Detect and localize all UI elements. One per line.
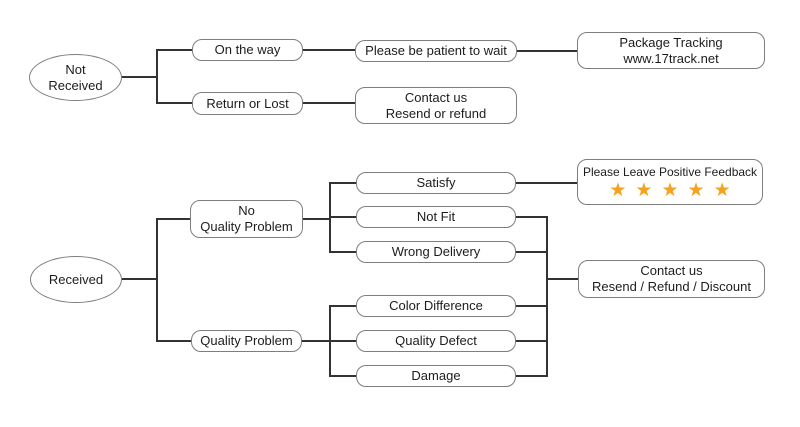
node-label: Package Tracking <box>619 34 723 50</box>
connector-top-branch-vertical <box>156 49 158 104</box>
node-no-quality-problem: No Quality Problem <box>190 200 303 238</box>
node-satisfy: Satisfy <box>356 172 516 194</box>
node-label: Return or Lost <box>206 95 289 111</box>
node-not-received: Not Received <box>29 54 122 101</box>
node-label: No <box>238 203 255 218</box>
node-label: Damage <box>411 368 461 383</box>
connector-quality-defect-merge <box>516 340 548 342</box>
node-label: Quality Problem <box>200 333 293 348</box>
connector-to-color-difference <box>329 305 356 307</box>
node-label: Satisfy <box>416 175 456 190</box>
node-not-fit: Not Fit <box>356 206 516 228</box>
connector-to-quality-problem <box>156 340 192 342</box>
star-icon: ★ <box>713 179 731 201</box>
node-label: Resend / Refund / Discount <box>592 279 751 294</box>
node-package-tracking: Package Tracking www.17track.net <box>577 32 765 69</box>
five-star-rating: ★ ★ ★ ★ ★ <box>609 181 730 200</box>
connector-damage-merge <box>516 375 548 377</box>
node-received: Received <box>30 256 122 303</box>
connector-not-fit-merge <box>516 216 548 218</box>
connector-to-satisfy <box>329 182 356 184</box>
connector-merge-contact <box>546 278 578 280</box>
tracking-url: www.17track.net <box>623 50 719 66</box>
node-wrong-delivery: Wrong Delivery <box>356 241 516 263</box>
connector-quality-problem-junction <box>302 340 330 342</box>
node-quality-problem: Quality Problem <box>191 330 302 352</box>
node-label: Wrong Delivery <box>391 244 481 259</box>
node-contact-us-resend-refund: Contact us Resend or refund <box>355 87 517 124</box>
node-color-difference: Color Difference <box>356 295 516 317</box>
connector-to-no-quality-problem <box>156 218 191 220</box>
node-label: Contact us <box>404 89 468 105</box>
connector-to-on-the-way <box>156 49 192 51</box>
node-return-or-lost: Return or Lost <box>192 92 303 115</box>
node-positive-feedback: Please Leave Positive Feedback ★ ★ ★ ★ ★ <box>577 159 763 205</box>
connector-to-return-or-lost <box>156 102 192 104</box>
connector-on-the-way-please-wait <box>303 49 355 51</box>
node-label: Please Leave Positive Feedback <box>582 164 758 179</box>
connector-satisfy-feedback <box>516 182 577 184</box>
node-damage: Damage <box>356 365 516 387</box>
star-icon: ★ <box>687 179 705 201</box>
node-label: Resend or refund <box>385 105 487 121</box>
node-label: Color Difference <box>389 298 483 313</box>
connector-received-junction <box>122 278 157 280</box>
connector-no-quality-junction <box>303 218 330 220</box>
node-label: Not <box>65 61 86 77</box>
node-label: Quality Defect <box>395 333 477 348</box>
node-label: Not Fit <box>416 209 456 224</box>
connector-to-wrong-delivery <box>329 251 356 253</box>
connector-bottom-branch-vertical <box>156 218 158 342</box>
node-label: Quality Problem <box>200 219 293 234</box>
connector-to-damage <box>329 375 356 377</box>
connector-return-lost-contact <box>303 102 355 104</box>
node-on-the-way: On the way <box>192 39 303 61</box>
connector-wrong-delivery-merge <box>516 251 548 253</box>
star-icon: ★ <box>661 179 679 201</box>
node-label: On the way <box>214 42 281 57</box>
connector-color-difference-merge <box>516 305 548 307</box>
node-label: Received <box>48 271 104 287</box>
node-label: Please be patient to wait <box>365 43 507 58</box>
connector-merge-vertical <box>546 216 548 377</box>
node-label: Received <box>48 77 103 93</box>
star-icon: ★ <box>635 179 653 201</box>
node-label: Contact us <box>640 263 703 278</box>
connector-not-received-junction <box>121 76 157 78</box>
node-contact-us-resend-refund-discount: Contact us Resend / Refund / Discount <box>578 260 765 298</box>
node-quality-defect: Quality Defect <box>356 330 516 352</box>
node-please-be-patient: Please be patient to wait <box>355 40 517 62</box>
star-icon: ★ <box>609 179 627 201</box>
connector-to-quality-defect <box>329 340 356 342</box>
connector-please-wait-tracking <box>517 50 577 52</box>
connector-to-not-fit <box>329 216 356 218</box>
